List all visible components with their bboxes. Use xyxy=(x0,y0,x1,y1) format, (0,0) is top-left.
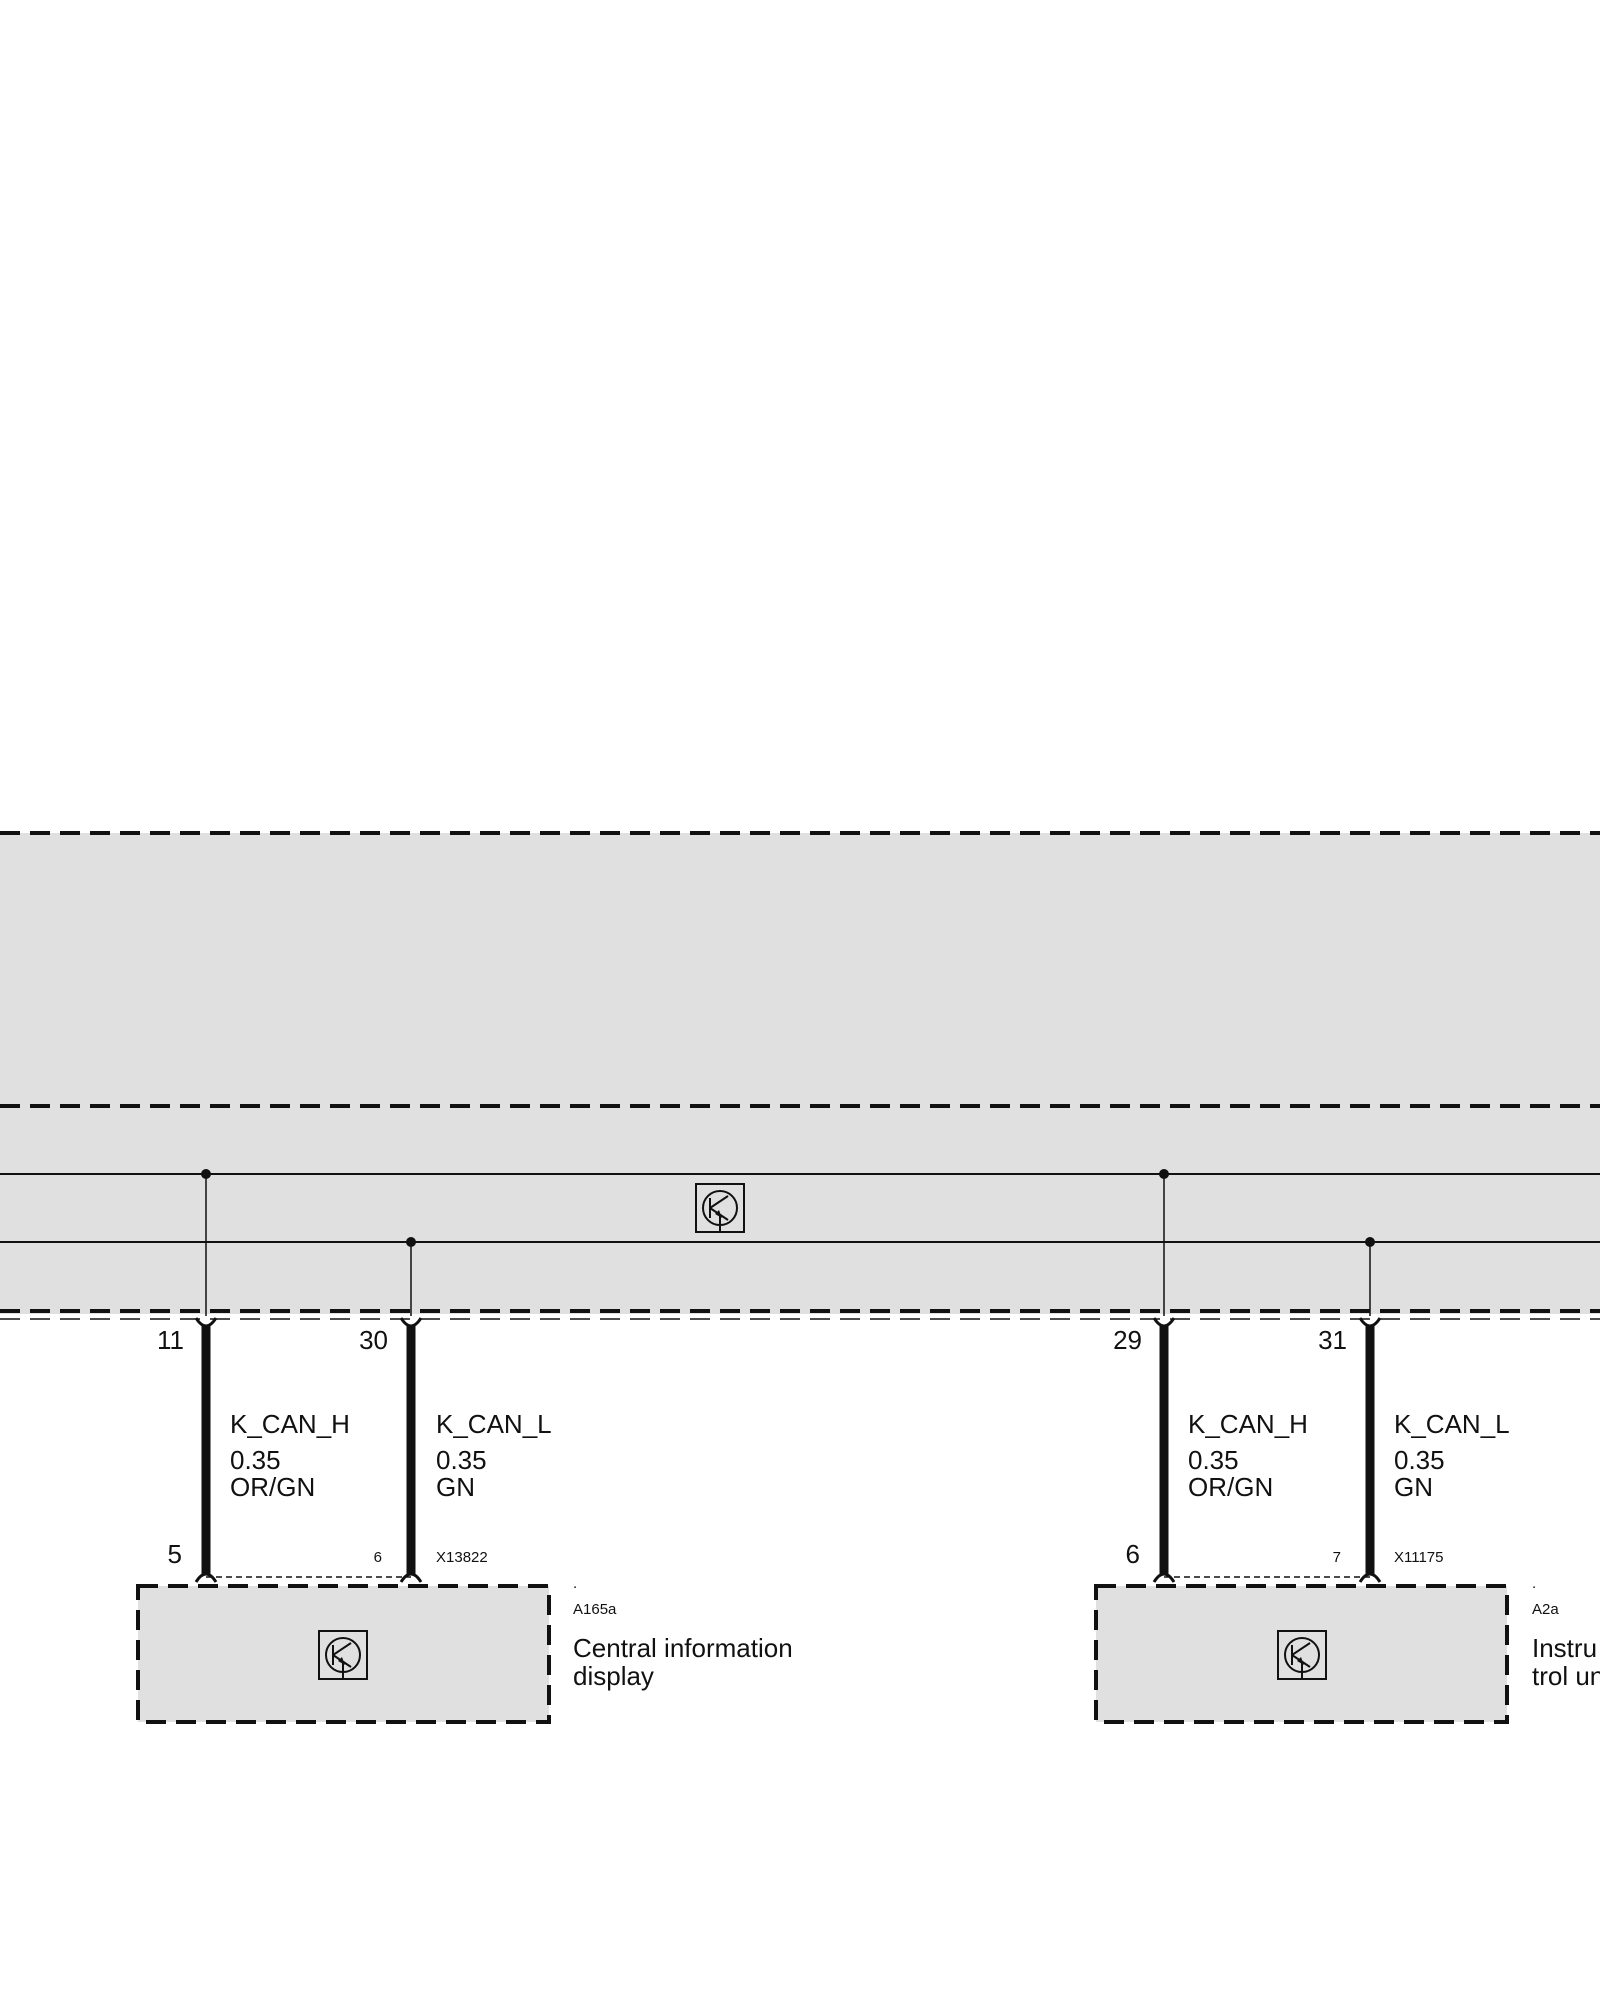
connector-terminal-bottom xyxy=(399,1572,423,1583)
wire-gauge: 0.35 xyxy=(1188,1445,1239,1475)
component-box xyxy=(136,1584,551,1724)
junction-dot xyxy=(406,1237,416,1247)
top-module-background xyxy=(0,833,1600,1314)
component-instrument-control-unit: X11175 . A2a Instru trol un xyxy=(1094,1549,1600,1724)
wire-signal-name: K_CAN_H xyxy=(230,1409,350,1439)
top-pin-number: 29 xyxy=(1113,1325,1142,1355)
junction-dot xyxy=(1159,1169,1169,1179)
bottom-pin-number: 6 xyxy=(374,1549,382,1566)
connector-terminal-top xyxy=(194,1317,218,1328)
bottom-pin-number: 6 xyxy=(1126,1539,1140,1569)
top-pin-number: 11 xyxy=(157,1325,184,1355)
wire-gauge: 0.35 xyxy=(230,1445,281,1475)
connector-terminal-top xyxy=(399,1317,423,1328)
wire-color: GN xyxy=(1394,1472,1433,1502)
wire-signal-name: K_CAN_L xyxy=(436,1409,552,1439)
connector-terminal-top xyxy=(1152,1317,1176,1328)
can-bus-transceiver-icon xyxy=(1277,1630,1327,1680)
component-code: A2a xyxy=(1532,1601,1559,1618)
component-dot: . xyxy=(1532,1575,1536,1592)
wire-gauge: 0.35 xyxy=(436,1445,487,1475)
component-name-line2: trol un xyxy=(1532,1661,1600,1691)
top-module xyxy=(0,831,1600,1320)
junction-dot xyxy=(201,1169,211,1179)
wire-gauge: 0.35 xyxy=(1394,1445,1445,1475)
component-name-line1: Central information xyxy=(573,1633,793,1663)
component-dot: . xyxy=(573,1575,577,1592)
component-name-line2: display xyxy=(573,1661,654,1691)
wire-color: OR/GN xyxy=(1188,1472,1273,1502)
top-pin-number: 31 xyxy=(1318,1325,1347,1355)
connector-terminal-bottom xyxy=(1358,1572,1382,1583)
wire-signal-name: K_CAN_H xyxy=(1188,1409,1308,1439)
wire-k-can-l-right: 31 7 K_CAN_L 0.35 GN xyxy=(1318,1317,1510,1583)
wire-k-can-h-right: 29 6 K_CAN_H 0.35 OR/GN xyxy=(1113,1317,1308,1583)
wire-color: OR/GN xyxy=(230,1472,315,1502)
component-central-information-display: X13822 . A165a Central information displ… xyxy=(136,1549,793,1724)
top-pin-number: 30 xyxy=(359,1325,388,1355)
connector-terminal-bottom xyxy=(1152,1572,1176,1583)
connector-terminal-top xyxy=(1358,1317,1382,1328)
component-code: A165a xyxy=(573,1601,617,1618)
wire-k-can-h-left: 11 5 K_CAN_H 0.35 OR/GN xyxy=(157,1317,350,1583)
wire-k-can-l-left: 30 6 K_CAN_L 0.35 GN xyxy=(359,1317,552,1583)
can-bus-transceiver-icon xyxy=(695,1183,745,1233)
can-bus-transceiver-icon xyxy=(318,1630,368,1680)
connector-code: X11175 xyxy=(1394,1549,1444,1566)
component-box xyxy=(1094,1584,1509,1724)
bottom-pin-number: 7 xyxy=(1333,1549,1341,1566)
wire-color: GN xyxy=(436,1472,475,1502)
can-bus xyxy=(0,1169,1600,1316)
connector-code: X13822 xyxy=(436,1549,488,1566)
junction-dot xyxy=(1365,1237,1375,1247)
wire-signal-name: K_CAN_L xyxy=(1394,1409,1510,1439)
connector-terminal-bottom xyxy=(194,1572,218,1583)
bottom-pin-number: 5 xyxy=(168,1539,182,1569)
component-name-line1: Instru xyxy=(1532,1633,1597,1663)
